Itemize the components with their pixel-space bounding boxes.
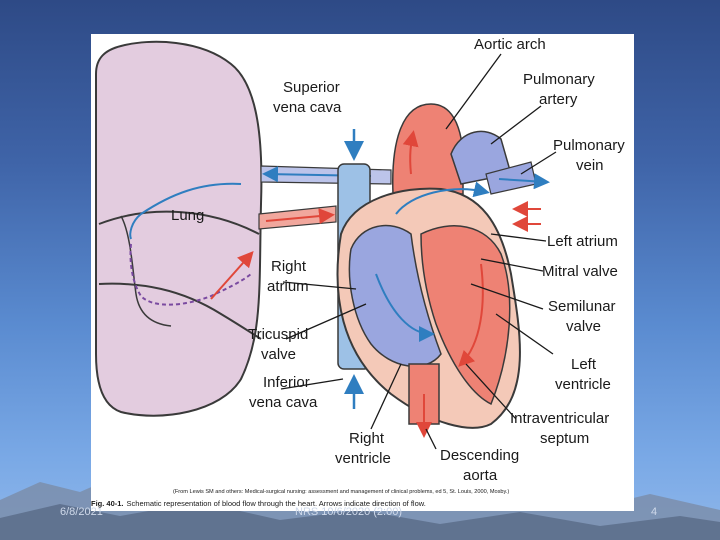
label-pulmonary-vein-2: vein [576, 157, 604, 174]
footer-page-number: 4 [651, 506, 657, 518]
label-left-atrium: Left atrium [547, 233, 618, 250]
source-note: (From Lewis SM and others: Medical-surgi… [173, 489, 509, 495]
label-right-atrium: Right [271, 258, 307, 275]
label-aortic-arch: Aortic arch [474, 36, 546, 53]
label-pulmonary-vein: Pulmonary [553, 137, 625, 154]
label-right-ventricle-2: ventricle [335, 450, 391, 467]
label-semilunar-valve: Semilunar [548, 298, 616, 315]
label-tricuspid-valve: Tricuspid [248, 326, 308, 343]
footer-date: 6/8/2021 [60, 506, 103, 518]
label-right-ventricle: Right [349, 430, 385, 447]
label-right-atrium-2: atrium [267, 278, 309, 295]
heart-diagram: Aortic arch Pulmonary artery Pulmonary v… [91, 34, 634, 511]
aortic-arch-shape [393, 104, 463, 194]
label-descending-aorta: Descending [440, 447, 519, 464]
heart-figure: Aortic arch Pulmonary artery Pulmonary v… [91, 34, 634, 511]
label-superior-vena-cava-2: vena cava [273, 99, 342, 116]
label-superior-vena-cava: Superior [283, 79, 340, 96]
label-descending-aorta-2: aorta [463, 467, 498, 484]
label-pulmonary-artery-2: artery [539, 91, 578, 108]
label-pulmonary-artery: Pulmonary [523, 71, 595, 88]
label-mitral-valve: Mitral valve [542, 263, 618, 280]
label-left-ventricle-2: ventricle [555, 376, 611, 393]
label-inferior-vena-cava-2: vena cava [249, 394, 318, 411]
label-inferior-vena-cava: Inferior [263, 374, 310, 391]
label-intraventricular-septum: Intraventricular [510, 410, 609, 427]
lung-shape [96, 42, 261, 416]
label-intraventricular-septum-2: septum [540, 430, 589, 447]
label-left-ventricle: Left [571, 356, 597, 373]
label-tricuspid-valve-2: valve [261, 346, 296, 363]
footer-center: NRS 10/6/2020 (2:00) [295, 506, 402, 518]
label-lung: Lung [171, 207, 204, 224]
label-semilunar-valve-2: valve [566, 318, 601, 335]
